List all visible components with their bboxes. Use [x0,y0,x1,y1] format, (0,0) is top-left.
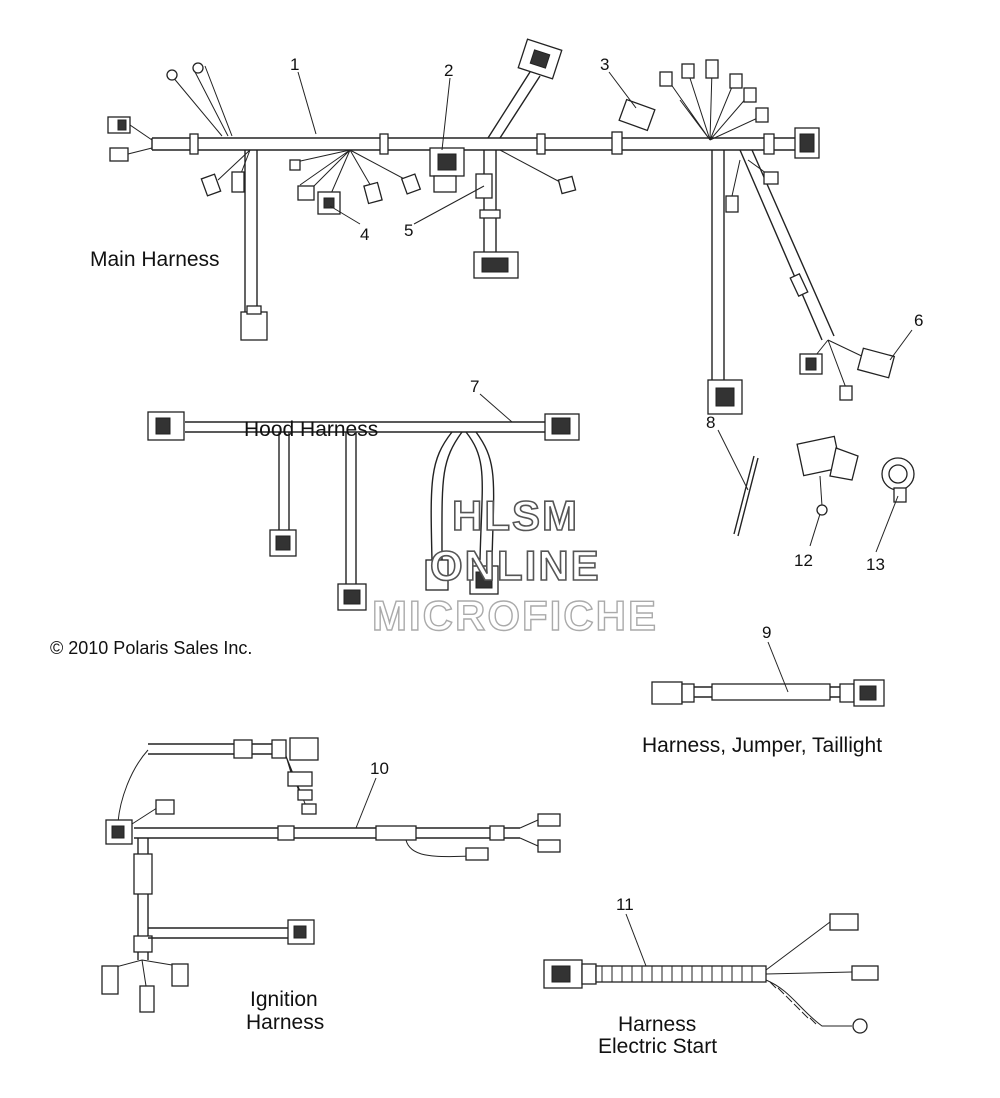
caption-electric-line2: Electric Start [598,1035,717,1058]
callout-13: 13 [866,555,885,574]
callout-6: 6 [914,311,923,330]
small-parts [733,435,915,537]
caption-ignition-line2: Harness [246,1011,324,1034]
callout-9: 9 [762,623,771,642]
callout-4: 4 [360,225,369,244]
taillight-jumper [651,679,885,707]
callout-8: 8 [706,413,715,432]
hood-harness [147,411,580,611]
callout-12: 12 [794,551,813,570]
watermark-line3: MICROFICHE [372,592,658,639]
callout-11: 11 [616,895,634,914]
caption-hood-harness: Hood Harness [244,418,378,441]
watermark-line2: ONLINE [430,542,601,589]
callout-3: 3 [600,55,609,74]
ignition-harness [101,737,561,1013]
main-harness [107,38,896,415]
watermark-line1: HLSM [452,492,579,539]
captions: Main Harness Hood Harness Harness, Jumpe… [50,248,882,1058]
watermark: HLSM ONLINE MICROFICHE [371,491,658,640]
electric-start-harness [543,913,879,1034]
caption-main-harness: Main Harness [90,248,220,271]
caption-ignition-line1: Ignition [250,988,318,1011]
caption-taillight-jumper: Harness, Jumper, Taillight [642,734,882,757]
leader-lines [297,71,913,967]
callout-10: 10 [370,759,389,778]
copyright-notice: © 2010 Polaris Sales Inc. [50,638,252,658]
callout-numbers: 1 2 3 4 5 6 7 8 9 10 11 12 13 [290,55,923,914]
caption-electric-line1: Harness [618,1013,696,1036]
callout-5: 5 [404,221,413,240]
callout-2: 2 [444,61,453,80]
callout-1: 1 [290,55,299,74]
callout-7: 7 [470,377,479,396]
